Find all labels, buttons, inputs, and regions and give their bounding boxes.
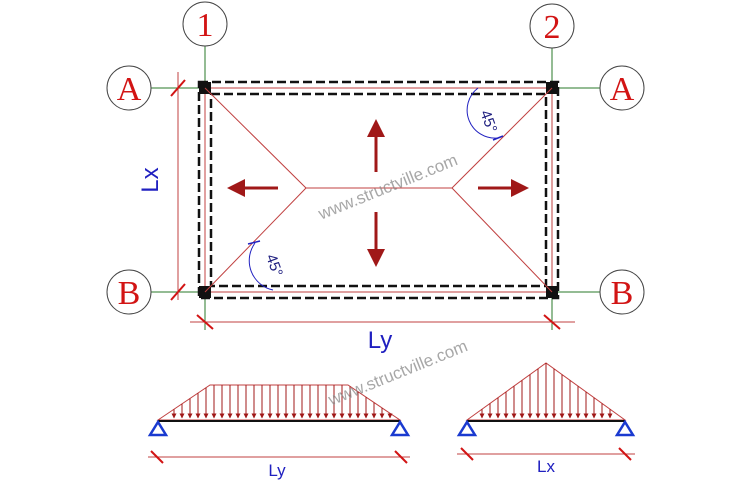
pin-support-left — [147, 419, 169, 437]
grid-label-row-b-right: B — [611, 275, 634, 312]
trapezoidal-load-beam: Ly — [147, 384, 411, 480]
grid-bubble-row-a-right: A — [599, 65, 645, 111]
grid-label-row-b-left: B — [118, 275, 141, 312]
perimeter-beams — [197, 80, 560, 300]
grid-bubble-col-2: 2 — [529, 3, 575, 49]
pin-support-left-short — [456, 419, 478, 437]
dimension-label-ly-small: Ly — [268, 461, 286, 480]
trapezoidal-load-arrows — [171, 385, 393, 419]
angle-mark-bottom-left: 45° — [247, 240, 286, 291]
angle-mark-top-right: 45° — [466, 87, 504, 141]
angle-label-bottom-left: 45° — [262, 252, 286, 279]
dimension-label-lx-small: Lx — [537, 457, 555, 476]
dimension-label-lx: Lx — [137, 167, 164, 192]
dimension-label-ly: Ly — [368, 327, 392, 354]
dimension-ly: Ly — [190, 314, 575, 354]
yield-lines — [204, 87, 553, 293]
pin-support-right — [389, 419, 411, 437]
angle-label-top-right: 45° — [477, 108, 501, 135]
grid-label-row-a-right: A — [610, 71, 635, 108]
pin-support-right-short — [614, 419, 636, 437]
watermark-mid: www.structville.com — [325, 336, 471, 410]
grid-label-col-1: 1 — [197, 7, 214, 44]
triangular-load-beam: Lx — [456, 362, 636, 476]
grid-label-col-2: 2 — [544, 9, 561, 46]
grid-label-row-a-left: A — [117, 71, 142, 108]
load-arrows — [227, 119, 529, 267]
grid-bubble-row-b-right: B — [599, 269, 645, 315]
triangular-load-arrows — [479, 363, 613, 419]
dimension-lx: Lx — [137, 72, 186, 301]
watermark-top: www.structville.com — [315, 150, 461, 224]
grid-bubble-col-1: 1 — [182, 1, 228, 47]
slab-outline — [204, 87, 553, 293]
grid-bubble-row-a-left: A — [106, 65, 152, 111]
grid-bubble-row-b-left: B — [106, 269, 152, 315]
